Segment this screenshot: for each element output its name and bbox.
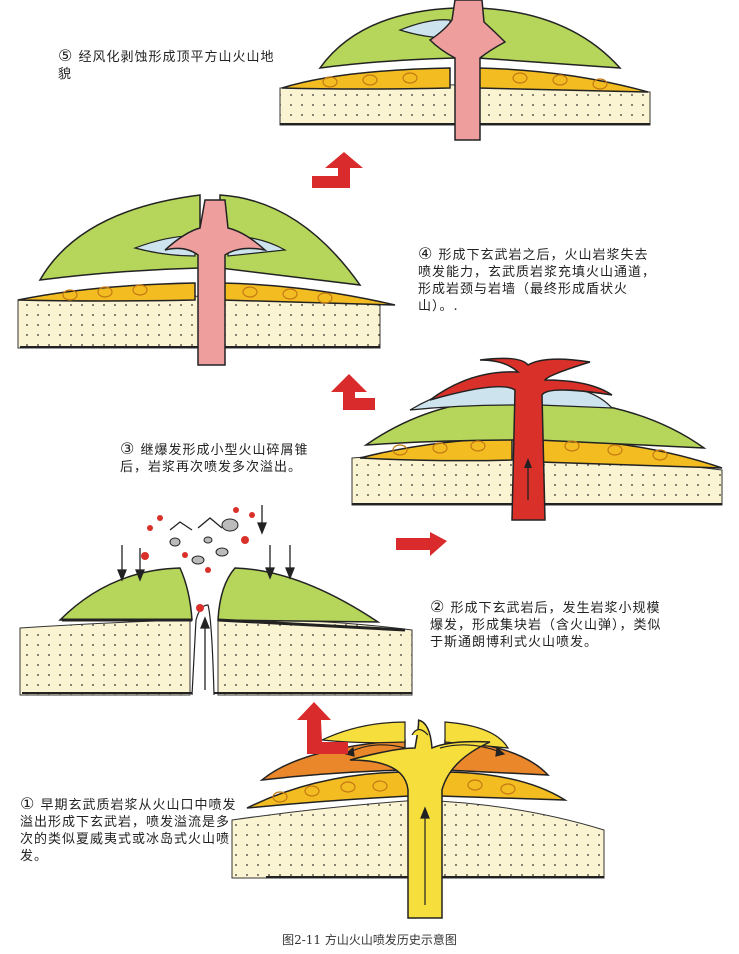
red-arrow-icon xyxy=(331,374,375,410)
stage-5-cross-section xyxy=(279,0,651,141)
step-4-caption: ④ 形成下玄武岩之后，火山岩浆失去喷发能力，玄武质岩浆充填火山通道，形成岩颈与岩… xyxy=(418,245,658,315)
stage-2-cross-section xyxy=(19,505,413,696)
red-arrow-icon xyxy=(396,532,447,556)
step-2-caption: ② 形成下玄武岩后，发生岩浆小规模爆发，形成集块岩（含火山弹），类似于斯通朗博利… xyxy=(430,598,670,651)
step-3-number: ③ xyxy=(120,439,136,458)
step-5-text: 经风化剥蚀形成顶平方山火山地貌 xyxy=(58,50,275,82)
stage-4-cross-section xyxy=(17,194,396,366)
stage-3-cross-section xyxy=(351,357,723,521)
red-arrow-icon xyxy=(297,702,348,754)
figure-caption: 图2-11 方山火山喷发历史示意图 xyxy=(282,933,457,947)
step-1-caption: ① 早期玄武质岩浆从火山口中喷发溢出形成下玄武岩，喷发溢流是多次的类似夏威夷式或… xyxy=(20,795,242,865)
step-3-text: 继爆发形成小型火山碎屑锥后，岩浆再次喷发多次溢出。 xyxy=(120,443,309,475)
step-2-text: 形成下玄武岩后，发生岩浆小规模爆发，形成集块岩（含火山弹），类似于斯通朗博利式火… xyxy=(430,601,662,650)
step-1-text: 早期玄武质岩浆从火山口中喷发溢出形成下玄武岩，喷发溢流是多次的类似夏威夷式或冰岛… xyxy=(20,798,237,864)
red-arrow-icon xyxy=(312,152,363,188)
step-1-number: ① xyxy=(20,794,36,813)
step-3-caption: ③ 继爆发形成小型火山碎屑锥后，岩浆再次喷发多次溢出。 xyxy=(120,440,330,476)
step-5-caption: ⑤ 经风化剥蚀形成顶平方山火山地貌 xyxy=(58,47,288,83)
step-4-number: ④ xyxy=(418,244,434,263)
stage-1-cross-section xyxy=(231,719,605,919)
step-2-number: ② xyxy=(430,597,446,616)
step-4-text: 形成下玄武岩之后，火山岩浆失去喷发能力，玄武质岩浆充填火山通道，形成岩颈与岩墙（… xyxy=(418,248,657,314)
step-5-number: ⑤ xyxy=(58,46,74,65)
